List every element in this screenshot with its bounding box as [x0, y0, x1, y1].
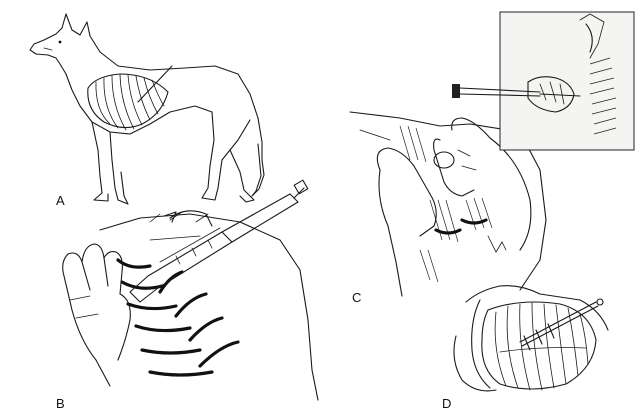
panel-label-c: C [352, 290, 361, 305]
panel-b: B [56, 179, 319, 411]
panel-label-d: D [442, 396, 451, 411]
panel-d: D [442, 285, 609, 411]
dog-rib-cage [87, 65, 173, 131]
syringe-b[interactable] [129, 179, 309, 303]
hand-b [62, 243, 131, 387]
chest-surface-b [99, 211, 319, 401]
panel-a: A [29, 13, 265, 208]
connector-arrow-c [487, 235, 507, 253]
inset-photo-c [452, 11, 635, 151]
panel-label-b: B [56, 396, 65, 411]
rib-hatching-c [399, 125, 493, 283]
photo-hand [527, 76, 575, 113]
panel-label-a: A [56, 193, 65, 208]
dog-outline [29, 13, 265, 205]
rib-cage-d [481, 301, 597, 391]
rotation-arrow-b [163, 210, 213, 227]
needle-d[interactable] [519, 298, 604, 351]
rib-stripes-b [116, 258, 240, 377]
photo-ribs [589, 57, 617, 135]
body-outline-d [453, 285, 609, 392]
panel-c: C [349, 11, 635, 305]
hands-c [376, 117, 532, 297]
